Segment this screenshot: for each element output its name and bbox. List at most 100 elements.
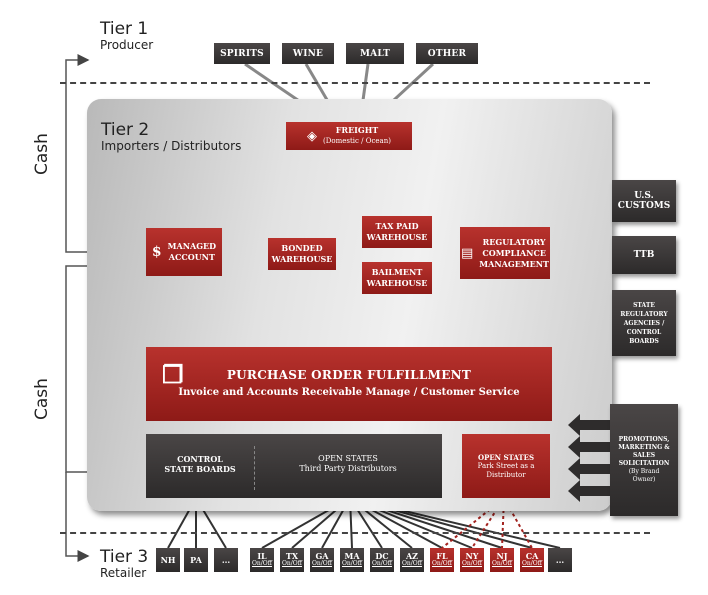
tier3-title: Tier 3 [100, 547, 149, 567]
bailment-line2: WAREHOUSE [366, 278, 428, 288]
retailer-state-label: NJ [496, 551, 508, 561]
retailer-state-label: IL [257, 551, 267, 561]
producer-other: OTHER [416, 43, 478, 64]
tier1-subtitle: Producer [100, 38, 154, 52]
tier1-label: Tier 1 Producer [100, 20, 153, 52]
open-states-channel: OPEN STATES Third Party Distributors [254, 454, 442, 474]
dollar-icon: $ [151, 243, 162, 260]
retailer-state-label: AZ [405, 551, 419, 561]
retailer-on-off-label: On/Off [522, 560, 542, 567]
ttb-box: TTB [612, 236, 676, 274]
state-line3: AGENCIES / [623, 319, 665, 327]
distribution-channels-box: CONTROL STATE BOARDS OPEN STATES Third P… [146, 434, 442, 498]
retailer-on-off-label: On/Off [252, 560, 272, 567]
promo-line4: SOLICITATION [618, 460, 670, 467]
managed-account-box: $ MANAGED ACCOUNT [146, 228, 222, 276]
producer-malt: MALT [346, 43, 404, 64]
us-customs-box: U.S. CUSTOMS [612, 180, 676, 222]
regulatory-line1: REGULATORY [482, 236, 546, 247]
regulatory-line2: COMPLIANCE [482, 247, 546, 258]
globe-icon: ◈ [307, 128, 318, 144]
state-line1: STATE [633, 301, 655, 309]
customs-line2: CUSTOMS [617, 201, 671, 211]
po-subtitle: Invoice and Accounts Receivable Manage /… [178, 387, 520, 398]
park-street-channel-box: OPEN STATES Park Street as a Distributor [462, 434, 550, 498]
tax-paid-warehouse-box: TAX PAID WAREHOUSE [362, 216, 432, 248]
retailer-pa: PA [184, 548, 208, 572]
bonded-warehouse-box: BONDED WAREHOUSE [268, 238, 336, 270]
retailer-on-off-label: On/Off [342, 560, 362, 567]
po-title: PURCHASE ORDER FULFILLMENT [226, 368, 472, 382]
producer-wine: WINE [282, 43, 334, 64]
retailer-state-label: DC [375, 551, 389, 561]
park-line3: Distributor [486, 470, 526, 479]
freight-subtitle: (Domestic / Ocean) [323, 137, 391, 145]
tier3-subtitle: Retailer [100, 566, 147, 580]
tax-paid-line2: WAREHOUSE [366, 232, 428, 242]
retailer-on-off-label: On/Off [432, 560, 452, 567]
control-state-channel: CONTROL STATE BOARDS [146, 454, 254, 474]
tier2-title: Tier 2 [101, 120, 150, 140]
purchase-order-box: ❐ PURCHASE ORDER FULFILLMENT Invoice and… [146, 347, 552, 421]
open-line2: Third Party Distributors [299, 464, 397, 473]
tier3-label: Tier 3 Retailer [100, 548, 148, 580]
retailer-on-off-label: On/Off [492, 560, 512, 567]
retailer-on-off-label: On/Off [372, 560, 392, 567]
document-icon: ▤ [460, 245, 474, 261]
promotions-arrows [568, 414, 610, 502]
tax-paid-line1: TAX PAID [375, 221, 419, 231]
retailer-state-label: FL [436, 551, 448, 561]
retailer-state-label: MA [344, 551, 360, 561]
state-line2: REGULATORY [620, 310, 668, 318]
promo-line5: (By Brand [628, 468, 660, 475]
tier2-subtitle: Importers / Distributors [101, 139, 242, 153]
state-agencies-box: STATE REGULATORY AGENCIES / CONTROL BOAR… [612, 290, 676, 356]
retailer-on-off-label: On/Off [462, 560, 482, 567]
promo-line2: MARKETING & [618, 444, 670, 451]
promo-line1: PROMOTIONS, [618, 436, 670, 443]
customs-line1: U.S. [634, 191, 654, 201]
managed-account-line1: MANAGED [167, 241, 217, 251]
retailer-state-label: TX [285, 551, 299, 561]
bonded-line2: WAREHOUSE [271, 254, 333, 264]
regulatory-box: ▤ REGULATORY COMPLIANCE MANAGEMENT [460, 227, 550, 279]
tier2-label: Tier 2 Importers / Distributors [101, 121, 241, 153]
tier1-separator [60, 82, 650, 84]
retailer-nh: NH [156, 548, 180, 572]
bailment-warehouse-box: BAILMENT WAREHOUSE [362, 262, 432, 294]
retailer-state-label: GA [315, 551, 329, 561]
bailment-line1: BAILMENT [371, 267, 423, 277]
promotions-box: PROMOTIONS, MARKETING & SALES SOLICITATI… [610, 404, 678, 516]
regulatory-line3: MANAGEMENT [479, 258, 550, 269]
cash-label-bottom: Cash [32, 378, 52, 420]
control-line1: CONTROL [177, 454, 223, 464]
control-line2: STATE BOARDS [164, 464, 236, 474]
retailer-control-more: ... [214, 548, 238, 572]
park-line1: OPEN STATES [477, 452, 535, 462]
cash-label-top: Cash [32, 133, 52, 175]
tier3-arrow-line [65, 472, 90, 562]
open-line1: OPEN STATES [318, 454, 378, 463]
freight-title: FREIGHT [335, 125, 379, 135]
retailer-on-off-label: On/Off [402, 560, 422, 567]
retailer-on-off-label: On/Off [312, 560, 332, 567]
tier3-separator [60, 532, 650, 534]
retailer-open-more: ... [548, 548, 572, 572]
producer-spirits: SPIRITS [214, 43, 270, 64]
promo-line6: Owner) [632, 476, 656, 483]
retailer-state-label: NY [465, 551, 479, 561]
state-line5: BOARDS [629, 337, 659, 345]
promo-line3: SALES [632, 452, 656, 459]
managed-account-line2: ACCOUNT [168, 252, 215, 262]
retailer-state-label: CA [525, 551, 539, 561]
